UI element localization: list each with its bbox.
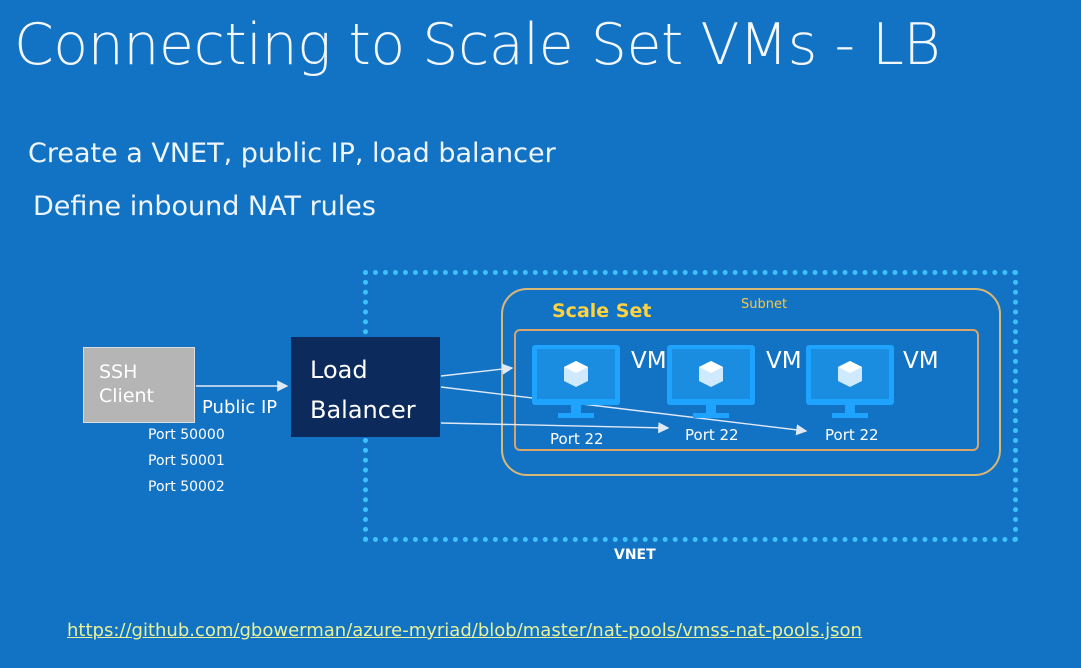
bullet-define-nat-rules: Define inbound NAT rules	[33, 191, 376, 222]
arrow-lb-to-vm1	[440, 363, 514, 377]
scale-set-boundary	[514, 329, 979, 451]
subnet-boundary	[501, 288, 1001, 476]
vm-label: VM	[766, 348, 802, 374]
load-balancer-label: Load Balancer	[310, 356, 416, 424]
nat-port-list: Port 50000 Port 50001 Port 50002	[148, 427, 225, 505]
vm-label: VM	[903, 348, 939, 374]
load-balancer-box	[291, 337, 440, 437]
github-link[interactable]: https://github.com/gbowerman/azure-myria…	[67, 620, 862, 641]
monitor-cube-icon	[806, 345, 894, 418]
vm-port: Port 22	[550, 430, 604, 448]
ssh-client-box	[83, 347, 195, 423]
scale-set-label: Scale Set	[552, 300, 652, 322]
vnet-label: VNET	[614, 547, 656, 563]
slide-title: Connecting to Scale Set VMs - LB	[14, 12, 941, 78]
vm-port: Port 22	[685, 426, 739, 444]
vm-3	[806, 345, 896, 429]
ssh-client-label: SSH Client	[99, 361, 155, 407]
vm-2	[667, 345, 757, 429]
monitor-cube-icon	[667, 345, 755, 418]
monitor-cube-icon	[532, 345, 620, 418]
vm-label: VM	[631, 348, 667, 374]
subnet-label: Subnet	[741, 297, 788, 312]
arrow-lb-to-vm2	[440, 422, 670, 434]
nat-port: Port 50000	[148, 427, 225, 443]
public-ip-label: Public IP	[202, 397, 278, 418]
arrow-lb-to-vm3	[440, 386, 808, 436]
nat-port: Port 50002	[148, 479, 225, 495]
nat-port: Port 50001	[148, 453, 225, 469]
bullet-create-vnet: Create a VNET, public IP, load balancer	[28, 138, 556, 169]
vm-1	[532, 345, 622, 429]
vm-port: Port 22	[825, 426, 879, 444]
